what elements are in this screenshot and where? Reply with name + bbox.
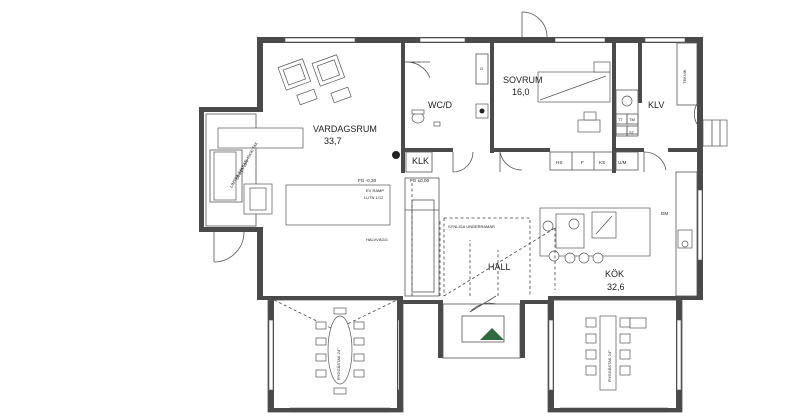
top-exterior-door[interactable] bbox=[521, 11, 548, 38]
wc-label: WC/D bbox=[428, 100, 452, 110]
wardrobes bbox=[549, 151, 639, 171]
bedroom-furniture bbox=[537, 61, 611, 133]
dining-divider bbox=[399, 296, 403, 412]
kok-area: 32,6 bbox=[607, 282, 625, 292]
left-veranda bbox=[199, 107, 304, 232]
kok-label: KÖK bbox=[605, 269, 624, 279]
halvvagg-label: HALVVÄGG bbox=[366, 237, 388, 242]
klv-label: KLV bbox=[648, 100, 664, 110]
klk-closet bbox=[405, 151, 433, 173]
klv-steps bbox=[702, 119, 728, 147]
ramp-label: EV RAMP bbox=[366, 188, 384, 193]
veranda-door[interactable] bbox=[213, 231, 245, 263]
klk-door[interactable] bbox=[452, 151, 474, 173]
dining-right bbox=[554, 299, 676, 391]
vardagsrum-area: 33,7 bbox=[324, 136, 342, 146]
hall-label: HALL bbox=[488, 262, 511, 272]
ramp-slope-label: LUTN 1/12 bbox=[364, 195, 384, 200]
dm-label: DM bbox=[661, 211, 668, 216]
laundry-fixtures bbox=[615, 89, 639, 137]
sovrum-door[interactable] bbox=[499, 151, 523, 172]
synliga-label: SYNLIGA UNDERRAMAR bbox=[448, 224, 495, 229]
st-label: ST bbox=[629, 130, 635, 135]
living-furniture bbox=[277, 54, 400, 226]
entry-door[interactable] bbox=[469, 295, 497, 313]
fg-minus-label: FG -0,30 bbox=[358, 178, 377, 183]
tm-label: TM bbox=[629, 117, 635, 122]
hall-structure bbox=[443, 217, 556, 297]
sovrum-area: 16,0 bbox=[512, 87, 530, 97]
ramp-area bbox=[404, 177, 441, 297]
wc-cabinet-mark: G bbox=[480, 66, 483, 71]
klk-label: KLK bbox=[412, 156, 429, 166]
fg-zero-label: FG ±0,00 bbox=[410, 178, 430, 183]
entry-porch bbox=[442, 295, 521, 359]
wardrobe-f: F bbox=[581, 160, 584, 165]
wc-fixtures bbox=[411, 53, 489, 127]
klv-door[interactable] bbox=[643, 151, 667, 172]
gable-right-label: RYGGÅSTAK 24° bbox=[607, 350, 612, 382]
wardrobe-um: U/M bbox=[618, 160, 627, 165]
sovrum-label: SOVRUM bbox=[503, 75, 543, 85]
wardrobe-hs: HS bbox=[556, 160, 562, 165]
tt-label: TT bbox=[618, 117, 623, 122]
wardrobe-ks: KS bbox=[599, 160, 605, 165]
dining-left bbox=[273, 299, 398, 395]
entry-arrow-icon bbox=[480, 328, 504, 340]
teknik-label: TEKNIK bbox=[682, 69, 687, 84]
wc-door[interactable] bbox=[404, 61, 431, 79]
gable-left-label: RYGGÅSTAK 24° bbox=[336, 348, 341, 380]
vardagsrum-label: VARDAGSRUM bbox=[313, 124, 377, 134]
kitchen-fixtures bbox=[539, 171, 698, 297]
teknik-room bbox=[676, 42, 698, 106]
fireplace-icon bbox=[392, 151, 400, 159]
